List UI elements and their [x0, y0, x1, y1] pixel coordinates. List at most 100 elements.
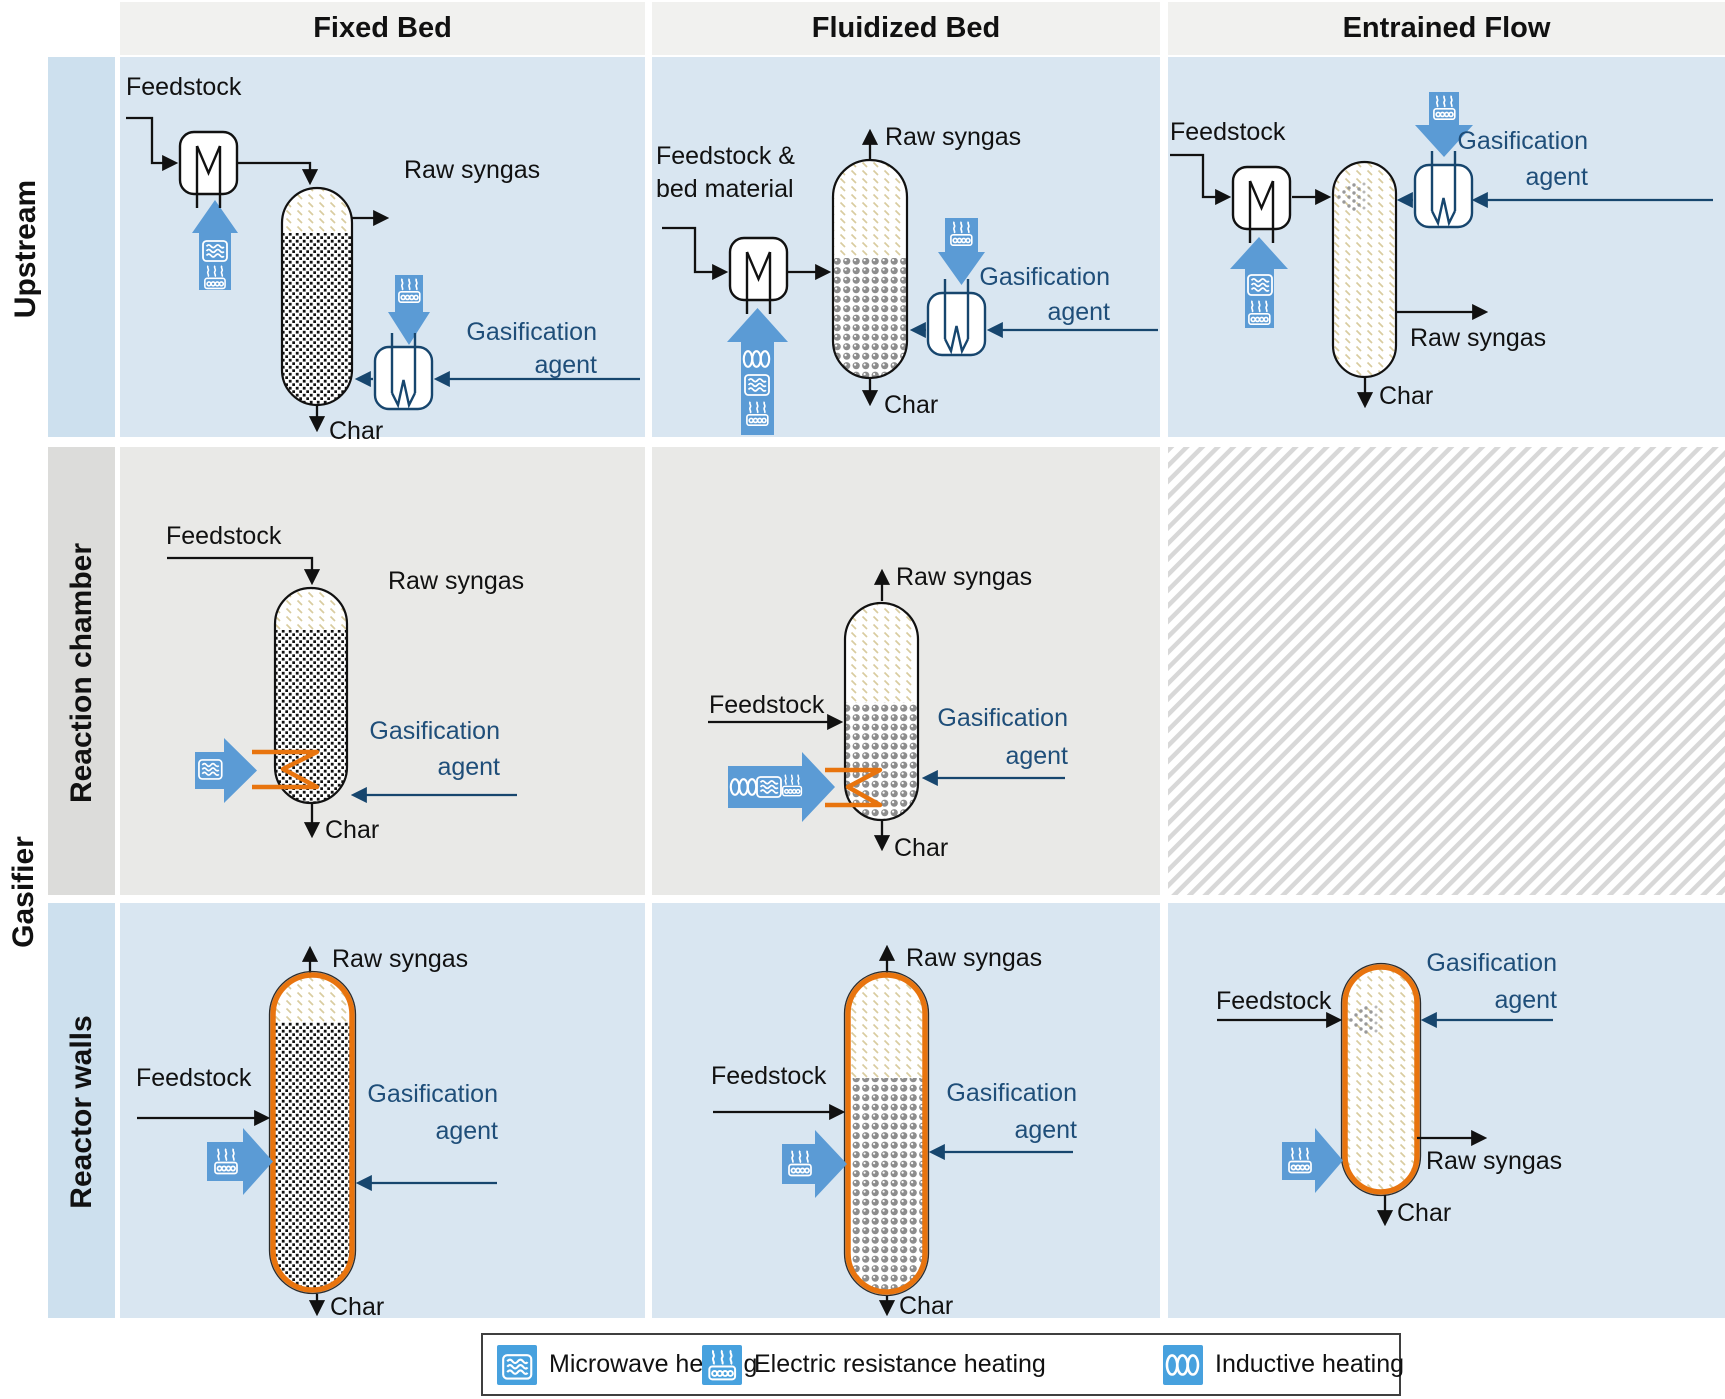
diagram-walls-fixed-bed: Raw syngas Feedstock Gasification agent …: [136, 945, 498, 1321]
diagram-chamber-fluidized-bed: Raw syngas Feedstock Gasification agent …: [708, 563, 1068, 862]
diagram-walls-fluidized-bed: Raw syngas Feedstock Gasification agent …: [711, 944, 1077, 1320]
legend: Microwave heating Electric resistance he…: [481, 1333, 1405, 1396]
agent-preheater-symbol: [1413, 149, 1474, 229]
gasifier-vessel-fill: [273, 975, 352, 1290]
column-header-fixed-bed: Fixed Bed: [120, 2, 645, 55]
gasifier-vessel-fill: [845, 603, 918, 820]
agent-label: agent: [534, 351, 597, 379]
heating-coil: [252, 749, 320, 790]
feedstock-pipe: [167, 556, 321, 586]
heat-input-arrow-down: [1415, 92, 1473, 157]
gasification-label: Gasification: [369, 717, 500, 745]
feedstock-preheater-symbol: [728, 236, 789, 316]
row-label-reaction-chamber: Reaction chamber: [65, 542, 98, 804]
feedstock-label: Feedstock: [1170, 118, 1286, 146]
raw-syngas-label: Raw syngas: [896, 563, 1032, 591]
diagram-upstream-fluidized-bed: Raw syngas Feedstock & bed material Char…: [656, 123, 1158, 435]
gasification-label: Gasification: [367, 1080, 498, 1108]
electric-resistance-icon: [702, 1345, 742, 1385]
gasifier-vessel-fill: [1345, 967, 1417, 1192]
feedstock-label: Feedstock: [136, 1064, 252, 1092]
char-label: Char: [329, 417, 383, 445]
gasifier-vessel-fill: [833, 160, 907, 378]
feedstock-bed-label-2: bed material: [656, 175, 794, 203]
feedstock-pipe: [1170, 153, 1232, 206]
feedstock-label: Feedstock: [126, 73, 242, 101]
inductive-icon: [1163, 1345, 1203, 1385]
cell-bg-walls-fixed: [120, 903, 645, 1318]
heat-input-arrow-right: [207, 1128, 273, 1195]
heat-input-arrow-right: [782, 1130, 847, 1198]
heated-reactor-wall: [1342, 964, 1420, 1195]
raw-syngas-label: Raw syngas: [885, 123, 1021, 151]
agent-preheater-symbol: [373, 331, 434, 411]
agent-label: agent: [437, 753, 500, 781]
gasification-label: Gasification: [1457, 127, 1588, 155]
reactor-wall-outline: [1340, 962, 1422, 1197]
not-applicable-hatch: [1168, 447, 1725, 895]
gasifier-vessel-fill: [848, 975, 925, 1292]
raw-syngas-label: Raw syngas: [388, 567, 524, 595]
cell-bg-walls-entrained: [1168, 903, 1725, 1318]
feedstock-label: Feedstock: [711, 1062, 827, 1090]
agent-label: agent: [1047, 298, 1110, 326]
row1-label-strip: [48, 57, 115, 437]
agent-label: agent: [1494, 986, 1557, 1014]
cell-bg-chamber-fixed: [120, 447, 645, 895]
raw-syngas-label: Raw syngas: [1410, 324, 1546, 352]
feedstock-preheater-symbol: [1231, 165, 1292, 245]
legend-label-inductive: Inductive heating: [1215, 1350, 1405, 1378]
heated-reactor-wall: [845, 972, 928, 1295]
gasification-label: Gasification: [1426, 949, 1557, 977]
gasification-label: Gasification: [979, 263, 1110, 291]
diagram-upstream-fixed-bed: Feedstock Raw syngas Char Gasification a…: [126, 73, 640, 445]
column-header-fluidized-bed: Fluidized Bed: [652, 2, 1160, 55]
raw-syngas-label: Raw syngas: [906, 944, 1042, 972]
agent-label: agent: [1014, 1116, 1077, 1144]
gasification-label: Gasification: [466, 318, 597, 346]
heat-input-arrow-down: [938, 218, 985, 285]
gasifier-vessel-fill: [282, 188, 352, 405]
column-header-entrained-flow: Entrained Flow: [1168, 2, 1725, 55]
reactor-wall-outline: [843, 970, 930, 1297]
feedstock-label: Feedstock: [166, 522, 282, 550]
row3-label-strip: [48, 903, 115, 1318]
char-label: Char: [899, 1292, 953, 1320]
raw-syngas-label: Raw syngas: [404, 156, 540, 184]
raw-syngas-label: Raw syngas: [1426, 1147, 1562, 1175]
feedstock-pipe: [126, 116, 179, 172]
row-label-upstream: Upstream: [9, 179, 42, 319]
agent-preheater-symbol: [926, 277, 987, 357]
heating-coil: [825, 767, 883, 808]
agent-label: agent: [1525, 163, 1588, 191]
diagram-walls-entrained-flow: Feedstock Gasification agent Raw syngas …: [1216, 949, 1562, 1227]
feedstock-preheater-symbol: [178, 130, 239, 210]
row-label-reactor-walls: Reactor walls: [65, 1015, 98, 1209]
gasification-label: Gasification: [946, 1079, 1077, 1107]
char-label: Char: [330, 1293, 384, 1321]
diagram-chamber-fixed-bed: Feedstock Raw syngas Gasification agent …: [166, 522, 524, 844]
gasifier-vessel-fill: [1333, 162, 1396, 377]
raw-syngas-label: Raw syngas: [332, 945, 468, 973]
preheater-to-vessel-pipe: [237, 161, 319, 186]
char-label: Char: [1397, 1199, 1451, 1227]
gasification-label: Gasification: [937, 704, 1068, 732]
legend-label-electric-resistance: Electric resistance heating: [754, 1350, 1046, 1378]
char-label: Char: [1379, 382, 1433, 410]
heat-input-arrow-right: [195, 738, 257, 803]
row2-label-strip: [48, 447, 115, 895]
feedstock-pipe: [662, 226, 729, 281]
reactor-wall-outline: [268, 970, 357, 1295]
diagram-upstream-entrained-flow: Feedstock Gasification agent Raw syngas …: [1170, 92, 1713, 410]
row-group-label-gasifier: Gasifier: [7, 836, 40, 948]
cell-chamber-entrained-not-applicable: [1168, 447, 1725, 895]
heat-input-arrow-up: [727, 308, 788, 435]
char-label: Char: [894, 834, 948, 862]
heat-input-arrow-right: [1282, 1128, 1343, 1193]
feedstock-label: Feedstock: [1216, 987, 1332, 1015]
heated-reactor-wall: [270, 972, 355, 1293]
microwave-icon: [497, 1345, 537, 1385]
agent-label: agent: [435, 1117, 498, 1145]
feedstock-label: Feedstock: [709, 691, 825, 719]
